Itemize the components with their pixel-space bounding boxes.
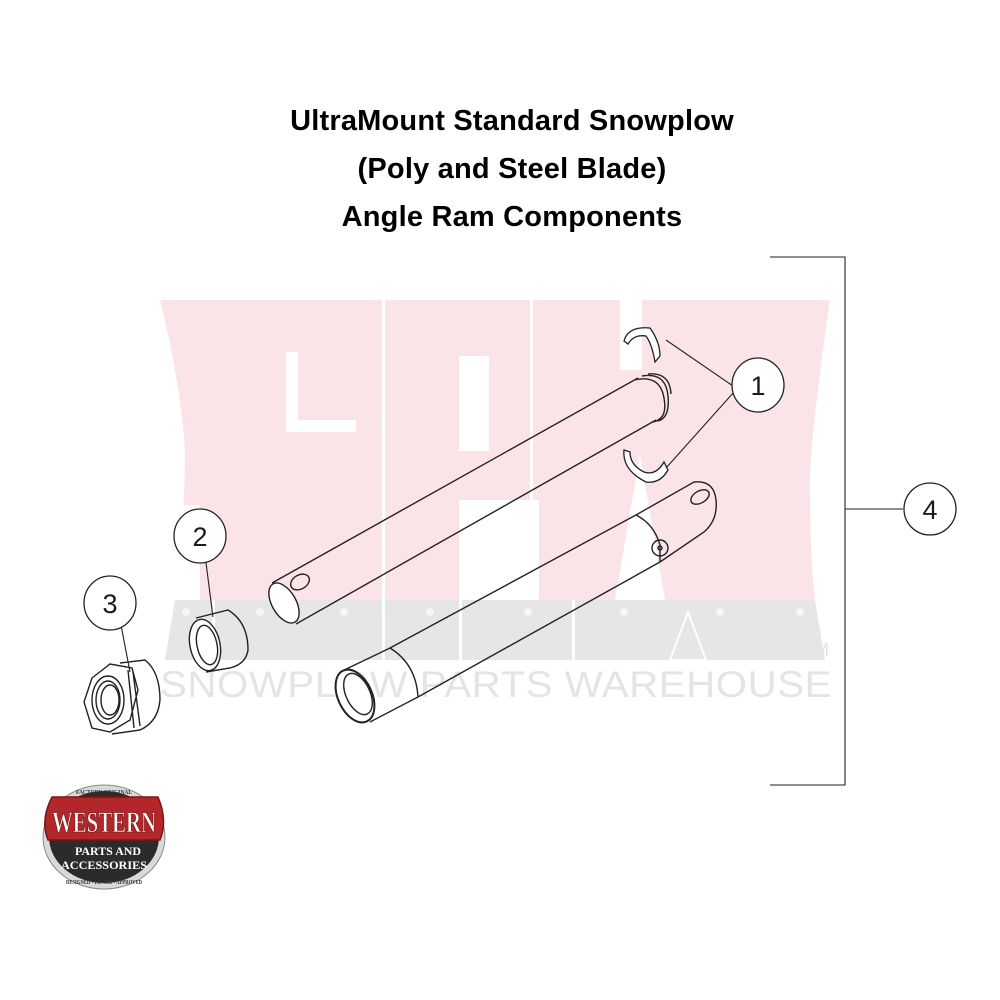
bushing-sleeve — [188, 609, 249, 673]
callout-4-number: 4 — [922, 495, 937, 525]
ram-rod — [268, 373, 672, 625]
watermark-dots — [182, 608, 804, 616]
watermark-trademark: TM — [803, 640, 829, 660]
watermark: TM SNOWPLOW PARTS WAREHOUSE — [160, 300, 832, 705]
logo-top-ring: FACTORY ORIGINAL — [76, 789, 133, 796]
callout-2: 2 — [173, 508, 227, 564]
logo-bottom-ring: DESIGNED • TESTED • APPROVED — [66, 879, 142, 886]
title-line-3: Angle Ram Components — [341, 201, 683, 233]
callout-1: 1 — [731, 357, 785, 413]
callout-4: 4 — [903, 482, 957, 536]
watermark-cutout — [286, 420, 356, 432]
assembly-bracket — [770, 256, 846, 786]
ram-cylinder — [334, 481, 717, 724]
watermark-text: SNOWPLOW PARTS WAREHOUSE — [160, 664, 832, 705]
watermark-divider — [382, 300, 385, 600]
watermark-cutout — [615, 455, 665, 600]
watermark-cutout — [459, 500, 539, 600]
gland-nut — [83, 659, 161, 735]
logo-line-1: PARTS AND — [75, 844, 141, 858]
callout-2-number: 2 — [192, 522, 207, 552]
watermark-cutout — [668, 609, 708, 661]
leader-line-2 — [204, 554, 214, 618]
logo-banner — [44, 796, 165, 841]
watermark-divider — [530, 300, 533, 600]
retaining-ring-halves — [623, 327, 669, 483]
watermark-divider — [459, 600, 462, 660]
watermark-gray-band — [165, 600, 825, 660]
callout-3-number: 3 — [102, 589, 117, 619]
watermark-cutout — [459, 356, 489, 451]
title-line-1: UltraMount Standard Snowplow — [290, 105, 734, 137]
watermark-divider — [382, 600, 385, 660]
leader-line-1b — [665, 391, 735, 469]
title-line-2: (Poly and Steel Blade) — [357, 153, 667, 185]
callout-1-number: 1 — [750, 371, 765, 401]
western-logo: WESTERN FACTORY ORIGINAL PARTS AND ACCES… — [42, 784, 166, 890]
leader-line-3 — [120, 624, 131, 673]
watermark-pink-band — [160, 300, 830, 600]
logo-brand: WESTERN — [52, 806, 156, 839]
logo-line-2: ACCESSORIES — [61, 858, 147, 872]
callout-3: 3 — [83, 575, 137, 631]
watermark-cutout — [286, 352, 298, 432]
leader-line-1a — [665, 339, 734, 387]
diagram-title: UltraMount Standard Snowplow (Poly and S… — [0, 97, 1000, 241]
leader-lines — [120, 256, 903, 786]
watermark-divider — [572, 600, 575, 660]
